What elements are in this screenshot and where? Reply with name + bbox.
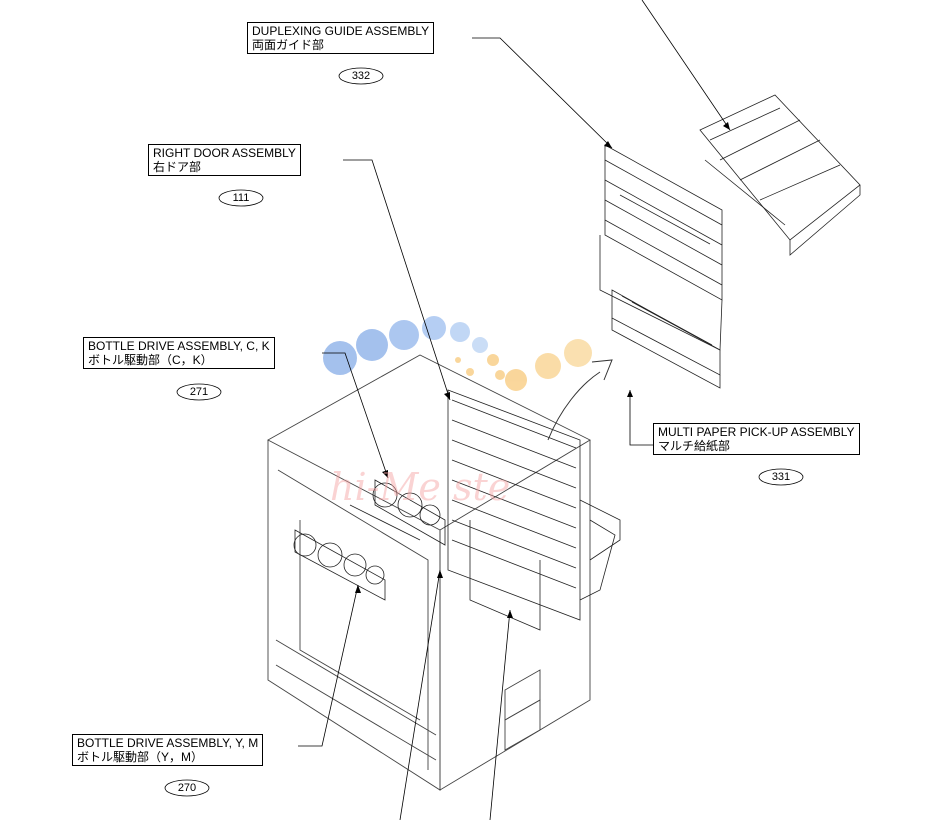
right-door-part <box>447 389 621 631</box>
multi-paper-pickup-part <box>611 289 721 389</box>
label-bottle-drive-ym-jp: ボトル駆動部（Y，M） <box>77 750 204 764</box>
label-right-door-jp: 右ドア部 <box>153 160 202 174</box>
ref-number-271[interactable]: 271 <box>189 386 209 398</box>
ref-number-111[interactable]: 111 <box>232 192 250 204</box>
arrowheads <box>355 122 730 618</box>
label-multi-paper-pickup[interactable]: MULTI PAPER PICK-UP ASSEMBLY マルチ給紙部 <box>653 423 860 455</box>
label-bottle-drive-ck-jp: ボトル駆動部（C，K） <box>88 353 213 367</box>
label-multi-paper-pickup-jp: マルチ給紙部 <box>658 439 731 453</box>
leader-lines <box>298 0 731 820</box>
label-right-door-title: RIGHT DOOR ASSEMBLY <box>153 146 296 160</box>
ref-number-270[interactable]: 270 <box>177 782 197 794</box>
printer-body <box>267 354 591 791</box>
exploded-arrow <box>547 359 613 441</box>
label-bottle-drive-ck[interactable]: BOTTLE DRIVE ASSEMBLY, C, K ボトル駆動部（C，K） <box>83 337 275 369</box>
watermark-text: hi-Me ste <box>330 465 510 509</box>
label-multi-paper-pickup-title: MULTI PAPER PICK-UP ASSEMBLY <box>658 425 855 439</box>
duplexing-guide-part <box>599 144 723 351</box>
label-duplexing-guide-title: DUPLEXING GUIDE ASSEMBLY <box>252 24 430 38</box>
bottle-drive-parts <box>293 479 446 601</box>
watermark-logo <box>323 316 592 391</box>
label-bottle-drive-ck-title: BOTTLE DRIVE ASSEMBLY, C, K <box>88 339 270 353</box>
top-tray-part <box>699 94 861 256</box>
label-duplexing-guide-jp: 両面ガイド部 <box>252 38 325 52</box>
label-bottle-drive-ym[interactable]: BOTTLE DRIVE ASSEMBLY, Y, M ボトル駆動部（Y，M） <box>72 734 264 766</box>
label-duplexing-guide[interactable]: DUPLEXING GUIDE ASSEMBLY 両面ガイド部 <box>247 22 435 54</box>
ref-number-332[interactable]: 332 <box>351 70 371 82</box>
label-right-door[interactable]: RIGHT DOOR ASSEMBLY 右ドア部 <box>148 144 301 176</box>
ref-number-331[interactable]: 331 <box>771 471 791 483</box>
label-bottle-drive-ym-title: BOTTLE DRIVE ASSEMBLY, Y, M <box>77 736 259 750</box>
ref-ellipses <box>164 67 804 797</box>
